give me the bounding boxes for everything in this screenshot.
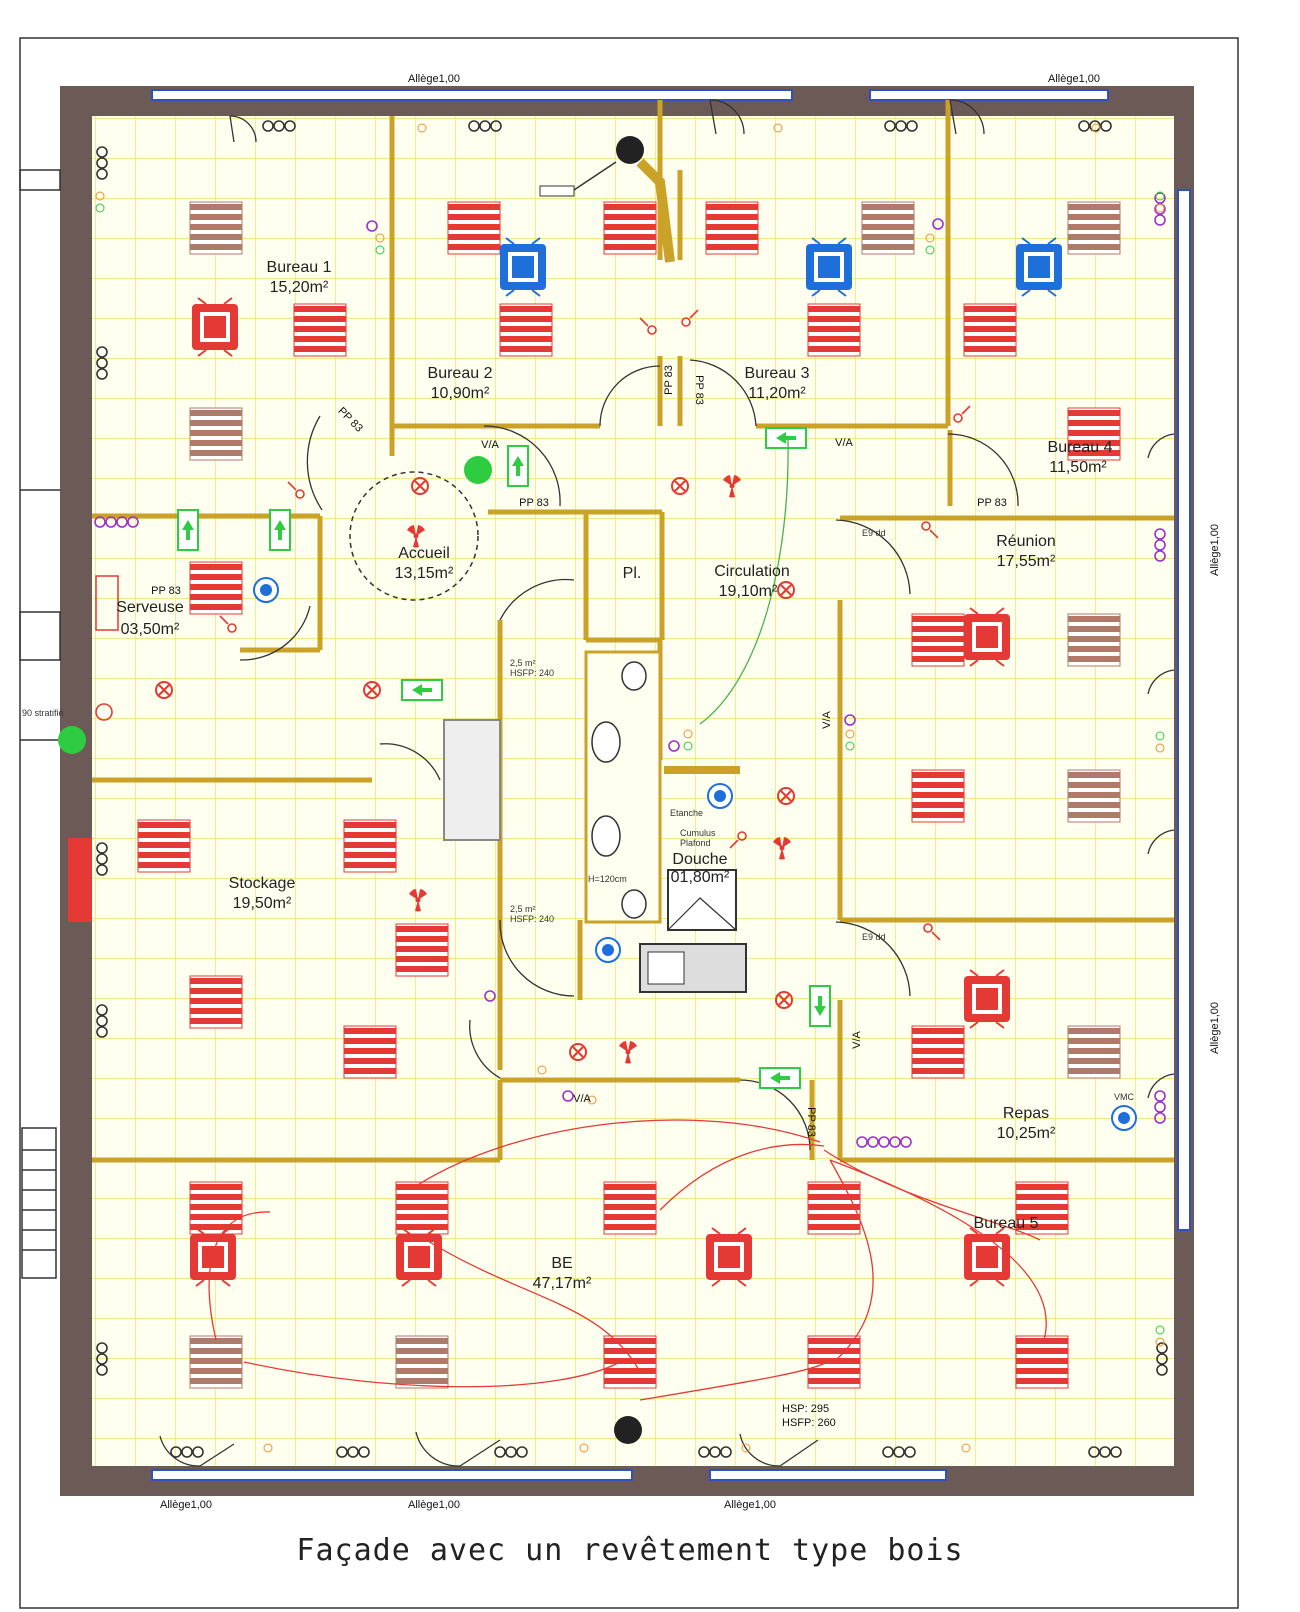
- door-swings: [159, 99, 1175, 1467]
- room-stockage-area: 19,50m²: [233, 895, 292, 912]
- sheet-frame: [19, 37, 1239, 1609]
- room-bureau-1-name: Bureau 1: [267, 259, 332, 276]
- sanitary-block: [443, 650, 747, 993]
- etanche-label: Etanche: [670, 808, 703, 818]
- room-bureau-3-area: 11,20m²: [748, 385, 806, 402]
- allege-bottom-3: Allège1,00: [724, 1499, 776, 1511]
- room-be-area: 47,17m²: [533, 1275, 592, 1292]
- wc-hsfp-1: HSFP: 240: [510, 668, 554, 678]
- room-reunion-area: 17,55m²: [997, 553, 1056, 570]
- pp83-label-2: PP 83: [977, 497, 1007, 509]
- room-be-name: BE: [551, 1255, 572, 1272]
- lighting-circuits: [208, 439, 1047, 1401]
- room-repas-area: 10,25m²: [997, 1125, 1056, 1142]
- annotation-labels: Pl. Allège1,00 Allège1,00 Allège1,00 All…: [22, 73, 1221, 1511]
- wc-area-1: 2,5 m²: [510, 658, 536, 668]
- room-bureau-3-name: Bureau 3: [745, 365, 810, 382]
- va-label-1: V/A: [481, 439, 499, 451]
- cumulus-label: Cumulus: [680, 828, 716, 838]
- room-stockage-name: Stockage: [229, 875, 296, 892]
- va-label-5: V/A: [851, 1030, 863, 1048]
- va-label-4: V/A: [821, 710, 833, 728]
- pp83-label-5: PP 83: [693, 375, 705, 405]
- room-bureau-4-area: 11,50m²: [1049, 459, 1107, 476]
- room-bureau-5-name: Bureau 5: [974, 1215, 1039, 1232]
- e9-label-2: E9 dd: [862, 932, 886, 942]
- windows: [151, 89, 1191, 1481]
- hsfp-value: HSFP: 260: [782, 1417, 836, 1429]
- va-label-3: V/A: [573, 1093, 591, 1105]
- allege-bottom-2: Allège1,00: [408, 1499, 460, 1511]
- plafond-label: Plafond: [680, 838, 711, 848]
- pp83-label-4: PP 83: [663, 365, 675, 395]
- allege-right-1: Allège1,00: [1209, 524, 1221, 576]
- pp83-label-7: PP 83: [805, 1107, 817, 1137]
- partitions: [92, 100, 1174, 1163]
- room-serveuse-area: 03,50m²: [121, 621, 180, 638]
- room-bureau-2-name: Bureau 2: [428, 365, 493, 382]
- power-sockets: [94, 120, 1168, 1458]
- reception-circle: [349, 471, 479, 601]
- storage-pl-label: Pl.: [623, 565, 642, 582]
- room-serveuse-name: Serveuse: [116, 599, 184, 616]
- room-douche-area: 01,80m²: [671, 869, 730, 886]
- room-accueil-area: 13,15m²: [395, 565, 454, 582]
- vmc-label: VMC: [1114, 1092, 1135, 1102]
- hsp-value: HSP: 295: [782, 1403, 829, 1415]
- h120-label: H=120cm: [588, 874, 627, 884]
- facade-note: Façade avec un revêtement type bois: [296, 1533, 963, 1568]
- wc-area-2: 2,5 m²: [510, 904, 536, 914]
- e9-label-1: E9 dd: [862, 528, 886, 538]
- equipment-tags: [95, 123, 1165, 1453]
- left-annex: [19, 169, 119, 1279]
- room-bureau-4-name: Bureau 4: [1048, 439, 1113, 456]
- room-accueil-name: Accueil: [398, 545, 450, 562]
- room-bureau-2-area: 10,90m²: [431, 385, 490, 402]
- room-circulation-name: Circulation: [714, 563, 790, 580]
- pp83-label-3: PP 83: [151, 585, 181, 597]
- allege-top-right: Allège1,00: [1048, 73, 1100, 85]
- room-douche-name: Douche: [672, 851, 727, 868]
- room-bureau-1-area: 15,20m²: [270, 279, 329, 296]
- pp83-label-1: PP 83: [519, 497, 549, 509]
- room-labels: Bureau 1 15,20m² Bureau 2 10,90m² Bureau…: [116, 259, 1112, 1292]
- emergency-panel: [68, 838, 92, 922]
- allege-top-left: Allège1,00: [408, 73, 460, 85]
- switches: [95, 309, 971, 941]
- allege-right-2: Allège1,00: [1209, 1002, 1221, 1054]
- ventilation-duct: [539, 136, 675, 1444]
- allege-bottom-1: Allège1,00: [160, 1499, 212, 1511]
- stratifie-label: 90 stratifié: [22, 708, 64, 718]
- va-label-2: V/A: [835, 437, 853, 449]
- room-circulation-area: 19,10m²: [719, 583, 778, 600]
- room-reunion-name: Réunion: [996, 533, 1056, 550]
- wc-hsfp-2: HSFP: 240: [510, 914, 554, 924]
- room-repas-name: Repas: [1003, 1105, 1049, 1122]
- emergency-lights: [58, 427, 831, 1089]
